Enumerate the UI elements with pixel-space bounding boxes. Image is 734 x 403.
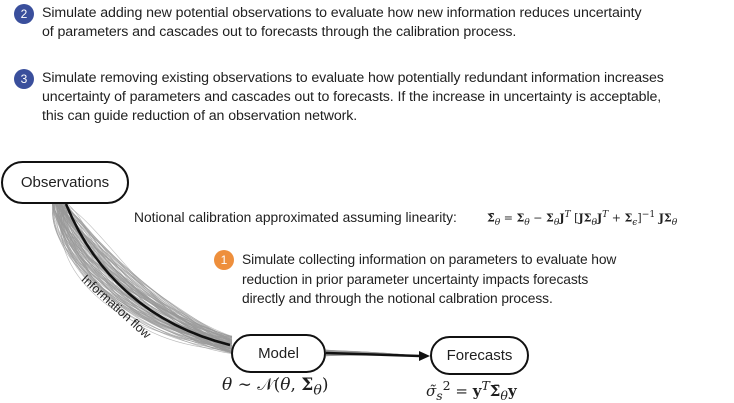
ensemble-curve xyxy=(58,203,233,351)
step-2-text: Simulate adding new potential observatio… xyxy=(42,5,642,40)
ensemble-curve xyxy=(52,203,233,343)
approximation-formula: Σ̄θ = Σθ − ΣθJT [JΣθJT + Σϵ]−1 JΣθ xyxy=(487,209,678,228)
arrowhead-icon xyxy=(419,351,430,361)
model-to-forecast-arrow xyxy=(325,351,421,358)
ensemble-curve xyxy=(63,203,233,340)
step-3-badge: 3 xyxy=(14,69,34,89)
observations-node: Observations xyxy=(1,161,129,204)
step-2-badge: 2 xyxy=(14,4,34,24)
step-2: 2 Simulate adding new potential observat… xyxy=(14,4,642,42)
ensemble-curve xyxy=(59,203,233,350)
ensemble-curve xyxy=(60,203,233,343)
ensemble-curve xyxy=(60,203,233,343)
ensemble-curve xyxy=(62,203,233,350)
ensemble-curve xyxy=(55,203,233,353)
forecasts-node: Forecasts xyxy=(430,336,529,375)
main-flow-path xyxy=(64,203,231,347)
ensemble-curve xyxy=(60,203,233,339)
ensemble-curve xyxy=(65,203,233,337)
approximation-label: Notional calibration approximated assumi… xyxy=(134,210,457,225)
ensemble-curve xyxy=(59,203,233,347)
step-3: 3 Simulate removing existing observation… xyxy=(14,69,664,126)
step-1-text: Simulate collecting information on param… xyxy=(242,252,617,306)
ensemble-curve xyxy=(65,203,233,341)
step-3-text: Simulate removing existing observations … xyxy=(42,70,664,124)
step-1-badge: 1 xyxy=(214,250,234,270)
model-prior-formula: θ ∼ 𝒩(θ, Σθ) xyxy=(222,375,329,399)
ensemble-curve xyxy=(52,203,233,347)
ensemble-curve xyxy=(63,203,233,338)
ensemble-curve xyxy=(59,203,233,353)
model-node: Model xyxy=(231,334,326,373)
step-1: 1 Simulate collecting information on par… xyxy=(214,250,616,309)
forecast-variance-formula: σ̃s2 = yTΣ̄θy xyxy=(426,378,517,403)
